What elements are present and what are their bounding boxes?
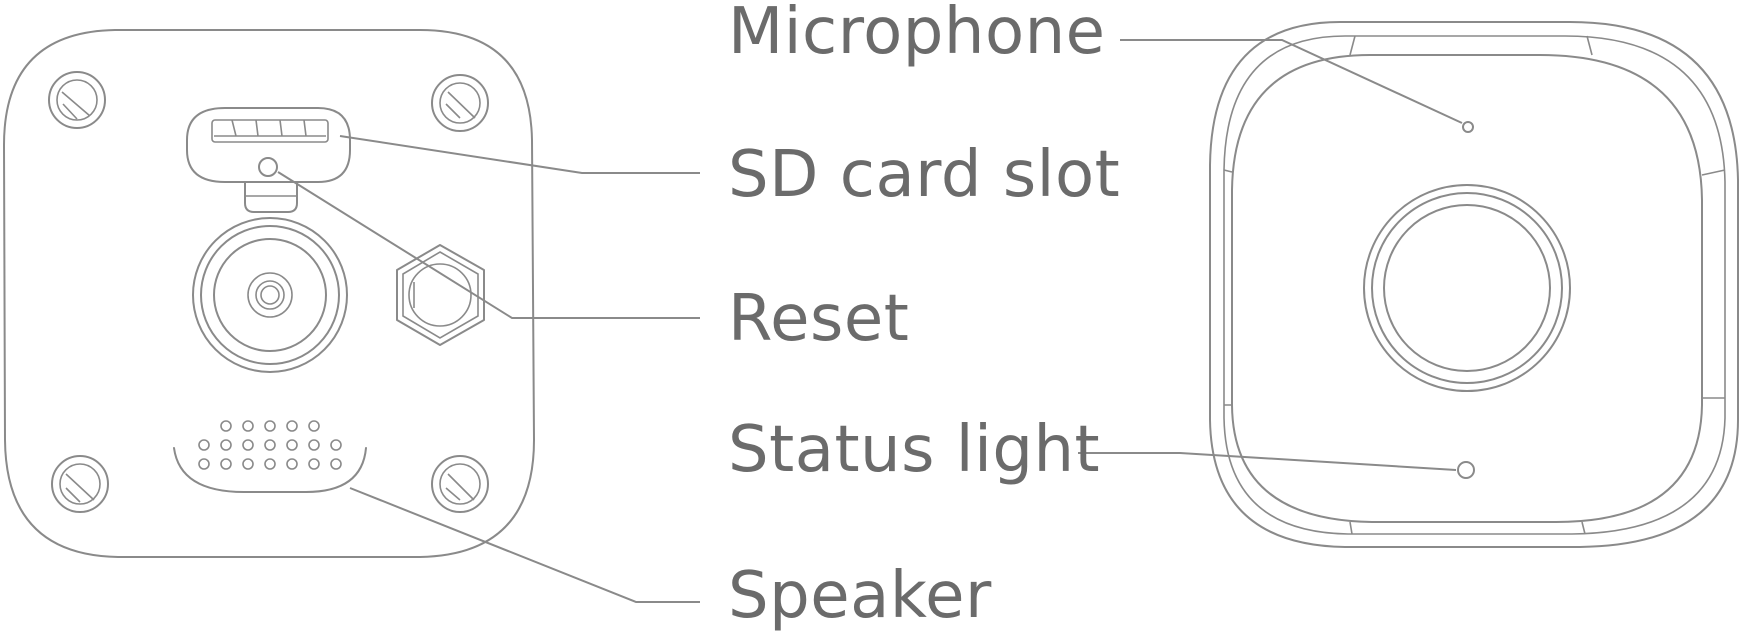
speaker-grille xyxy=(173,420,367,493)
screw-top-right xyxy=(431,74,489,132)
label-microphone: Microphone xyxy=(728,0,1106,69)
leader-lines xyxy=(277,39,1463,603)
camera-front-inner-shell xyxy=(1223,35,1726,535)
leader-reset xyxy=(277,171,700,319)
camera-back-view xyxy=(3,29,535,558)
leader-microphone xyxy=(1120,39,1463,124)
screw-bottom-right xyxy=(431,455,489,513)
status-light-indicator xyxy=(1457,461,1475,479)
camera-front-view xyxy=(1209,21,1739,548)
label-reset: Reset xyxy=(728,282,910,356)
camera-front-outer-shell xyxy=(1209,21,1739,548)
front-lens xyxy=(1363,184,1571,392)
leader-status-light xyxy=(1078,452,1457,471)
speaker-holes xyxy=(198,420,342,470)
latch xyxy=(244,182,298,213)
camera-back-body xyxy=(3,29,535,558)
label-sd-card-slot: SD card slot xyxy=(728,138,1121,212)
leader-speaker xyxy=(349,487,700,603)
sd-card-slot xyxy=(186,107,351,183)
hex-nut xyxy=(396,244,485,346)
camera-lens xyxy=(192,217,348,373)
microphone-hole xyxy=(1462,121,1474,133)
screw-top-left xyxy=(48,71,106,129)
label-status-light: Status light xyxy=(728,413,1101,487)
leader-sd-card-slot xyxy=(339,135,700,174)
shell-seams xyxy=(1223,35,1726,535)
screw-bottom-left xyxy=(51,455,109,513)
label-speaker: Speaker xyxy=(728,559,992,633)
camera-front-face xyxy=(1231,54,1703,523)
reset-hole xyxy=(258,157,278,177)
